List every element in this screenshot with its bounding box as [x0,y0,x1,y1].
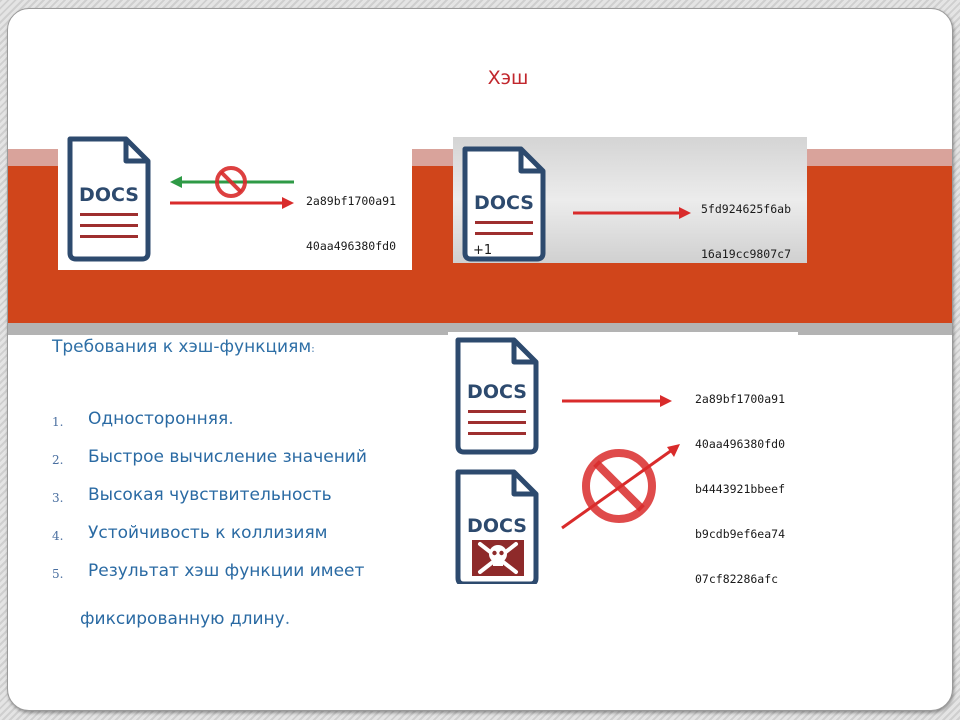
doc-label: DOCS [467,381,527,403]
skull-crossbones-icon [478,542,518,574]
collision-diagram: DOCS DOCS [455,337,680,584]
collision-panel: DOCS DOCS [448,332,798,584]
arrow-right-icon [573,207,691,219]
malicious-document-icon: DOCS [455,469,539,584]
sensitivity-panel: DOCS +1 5fd924625f6ab 16a19cc9807c7 c506… [453,137,807,263]
slide-title: Хэш [487,67,529,89]
hash-value: 5fd924625f6ab 16a19cc9807c7 c506ae181349… [701,202,792,261]
doc-label: DOCS [467,515,527,537]
sensitivity-diagram: DOCS +1 [462,146,691,262]
one-way-hash-panel: DOCS 2a89bf1700a91 40aa496380fd0 b444392… [58,131,412,270]
one-way-diagram: DOCS [67,136,294,262]
document-icon: DOCS [455,337,539,455]
arrow-right-icon [562,395,672,407]
document-icon: DOCS [67,136,151,262]
doc-label: DOCS [79,184,139,206]
hash-value: 2a89bf1700a91 40aa496380fd0 b4443921bbee… [306,194,397,253]
arrow-left-icon [170,176,294,188]
list-item-continuation: фиксированную длину. [80,609,291,629]
requirements-heading: Требования к хэш-функциям: [52,337,315,357]
hash-value: 2a89bf1700a91 40aa496380fd0 b4443921bbee… [695,392,786,584]
doc-label: DOCS [474,192,534,214]
document-icon: DOCS +1 [462,146,546,262]
slide: Хэш DOCS [7,8,953,711]
arrow-right-icon [170,197,294,209]
prohibited-icon [215,166,247,198]
prohibited-icon [582,449,656,523]
modifier-label: +1 [473,243,492,258]
